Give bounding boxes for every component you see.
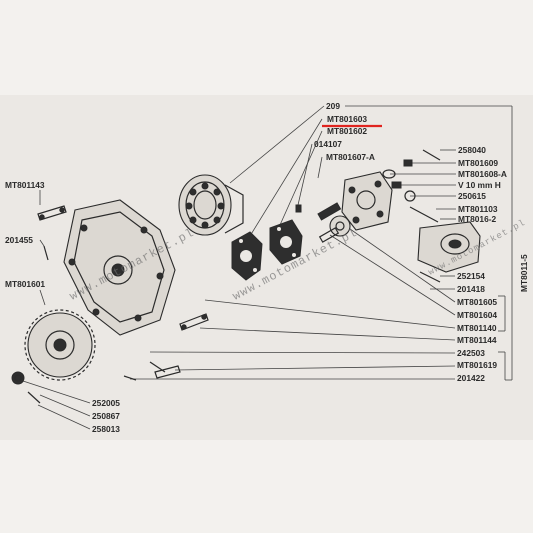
- assembly-bracket: [458, 105, 513, 381]
- label-mt801607a: MT801607-A: [326, 152, 375, 162]
- assembly-label: MT8011-5: [519, 254, 529, 292]
- label-mt801604: MT801604: [457, 310, 497, 320]
- label-v10: V 10 mm H: [458, 180, 501, 190]
- label-209: 209: [326, 101, 340, 111]
- label-258040: 258040: [458, 145, 486, 155]
- label-mt8016-2: MT8016-2: [458, 214, 497, 224]
- chain-link-part: [37, 205, 67, 221]
- label-mt801103: MT801103: [458, 204, 498, 214]
- crankcase-cover-part: [63, 199, 176, 336]
- label-252154: 252154: [457, 271, 485, 281]
- label-250615: 250615: [458, 191, 486, 201]
- stud-201455-part: [43, 245, 49, 261]
- label-mt801608a: MT801608-A: [458, 169, 507, 179]
- gasket-2-part: [269, 219, 303, 265]
- label-258013: 258013: [92, 424, 120, 434]
- label-201418: 201418: [457, 284, 485, 294]
- label-mt801619: MT801619: [457, 360, 497, 370]
- label-201455: 201455: [5, 235, 33, 245]
- label-mt801143: MT801143: [5, 180, 45, 190]
- label-mt801601: MT801601: [5, 279, 45, 289]
- label-201422: 201422: [457, 373, 485, 383]
- ball-bearing-part: [178, 174, 244, 236]
- nut-washer-part: [11, 371, 41, 404]
- gasket-1-part: [231, 231, 263, 281]
- label-252005: 252005: [92, 398, 120, 408]
- label-mt801603: MT801603: [327, 114, 367, 124]
- label-250867: 250867: [92, 411, 120, 421]
- spring-pin-part: [382, 149, 441, 223]
- screw-014107-part: [295, 204, 302, 213]
- screw-bottom-part: [123, 361, 181, 381]
- label-014107: 014107: [314, 139, 342, 149]
- link-plate-part: [179, 313, 209, 331]
- label-mt801602: MT801602: [327, 126, 367, 136]
- label-mt801605: MT801605: [457, 297, 497, 307]
- label-242503: 242503: [457, 348, 485, 358]
- valve-housing-part: [417, 221, 481, 283]
- label-mt801609: MT801609: [458, 158, 498, 168]
- pump-body-part: [341, 171, 393, 231]
- pump-gear-part: [317, 202, 351, 243]
- timing-gear-part: [24, 309, 96, 381]
- label-mt801144: MT801144: [457, 335, 497, 345]
- leader-lines: [19, 105, 458, 430]
- label-mt801140: MT801140: [457, 323, 497, 333]
